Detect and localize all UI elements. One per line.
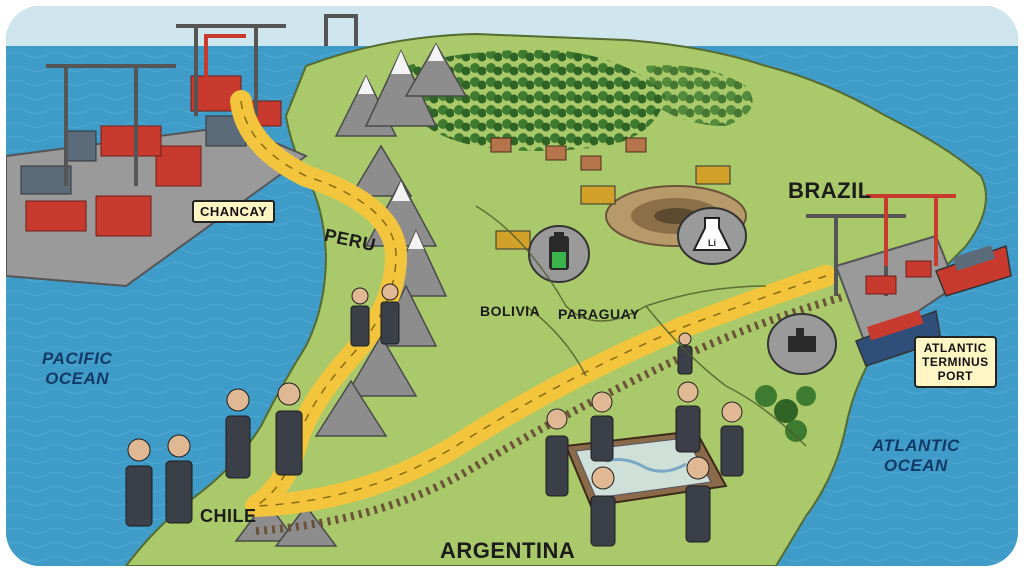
atlantic-terminus-port-callout: ATLANTIC TERMINUS PORT <box>914 336 997 388</box>
pacific-ocean-line-1: PACIFIC <box>42 349 113 368</box>
atlantic-ocean-line-2: OCEAN <box>883 456 948 475</box>
atlantic-port-line-2: TERMINUS <box>922 355 989 369</box>
bolivia-label: BOLIVIA <box>480 303 541 319</box>
southern-trees <box>755 385 816 442</box>
container-crane-icon <box>46 14 358 186</box>
map-frame: Li <box>6 6 1018 566</box>
amazon-forest <box>406 50 666 151</box>
pacific-ocean-label: PACIFIC OCEAN <box>42 349 112 389</box>
lithium-symbol: Li <box>708 238 716 248</box>
argentina-label: ARGENTINA <box>440 538 576 563</box>
battery-icon <box>528 225 590 283</box>
rail-line <box>255 292 848 535</box>
chancay-label: CHANCAY <box>192 200 276 223</box>
chile-label: CHILE <box>200 506 257 526</box>
atlantic-port-line-1: ATLANTIC <box>923 341 987 355</box>
brazil-label: BRAZIL <box>788 178 872 203</box>
village-houses <box>490 137 647 171</box>
handshake-figures <box>125 283 744 547</box>
pacific-ocean-line-2: OCEAN <box>45 369 110 388</box>
ore-crusher-icon <box>767 313 837 375</box>
paraguay-label: PARAGUAY <box>558 306 640 322</box>
country-borders <box>475 205 807 447</box>
map-illustration: Li <box>6 6 1018 566</box>
atlantic-ocean-line-1: ATLANTIC <box>872 436 960 455</box>
atlantic-ocean-label: ATLANTIC OCEAN <box>872 436 960 476</box>
atlantic-port-line-3: PORT <box>937 369 973 383</box>
lithium-flask-icon: Li <box>677 207 747 265</box>
mining-truck-icon <box>580 185 616 205</box>
